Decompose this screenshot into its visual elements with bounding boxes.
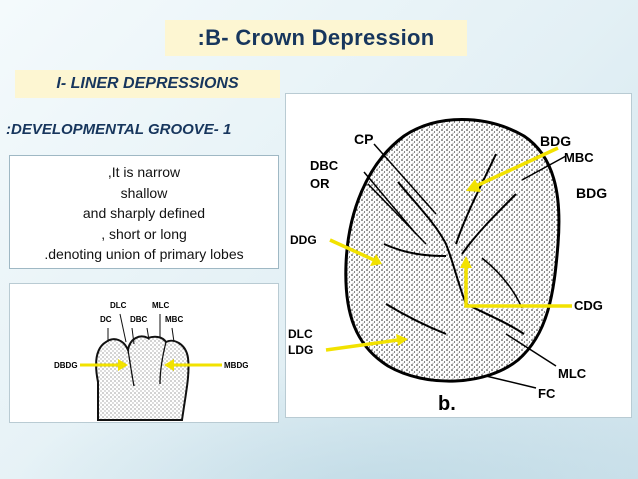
arrow-cdg bbox=[464, 266, 572, 308]
label-fc: FC bbox=[538, 386, 556, 401]
groove-line bbox=[481, 257, 523, 309]
description-line: .denoting union of primary lobes bbox=[44, 246, 244, 262]
leader-line bbox=[521, 155, 567, 181]
label-mlc: MLC bbox=[152, 301, 170, 310]
description-line: , short or long bbox=[101, 225, 187, 242]
groove-line bbox=[385, 303, 447, 335]
groove-line bbox=[159, 341, 167, 385]
molar-occlusal-view-figure: CP BDG MBC BDG DBC OR DDG CDG DLC LDG ML… bbox=[285, 93, 632, 418]
label-mlc: MLC bbox=[558, 366, 587, 381]
arrow-head bbox=[396, 334, 408, 346]
label-dc: DC bbox=[100, 315, 112, 324]
label-bdg-top: BDG bbox=[540, 133, 571, 149]
molar-side-view-figure: DLC MLC DC DBC MBC DBDG MBDG bbox=[9, 283, 279, 423]
description-line: ,It is narrow bbox=[107, 164, 181, 180]
arrow-head bbox=[164, 359, 174, 371]
groove-line bbox=[397, 181, 467, 305]
figure-caption: b. bbox=[438, 393, 456, 415]
leader-line bbox=[485, 375, 537, 389]
label-dbc: DBC bbox=[310, 158, 339, 173]
label-dlc: DLC bbox=[288, 327, 313, 341]
description-box: ,It is narrow shallow and sharply define… bbox=[9, 155, 279, 269]
arrow-bdg bbox=[475, 146, 559, 188]
tooth-outline bbox=[344, 118, 561, 383]
leader-line bbox=[146, 327, 150, 341]
leader-line bbox=[131, 327, 135, 345]
label-mbdg: MBDG bbox=[224, 361, 248, 370]
label-dbdg: DBDG bbox=[54, 361, 78, 370]
groove-line bbox=[455, 153, 497, 245]
section-subtitle: I- LINER DEPRESSIONS bbox=[15, 70, 280, 98]
groove-line bbox=[383, 243, 447, 257]
molar-occlusal-view-drawing: CP BDG MBC BDG DBC OR DDG CDG DLC LDG ML… bbox=[288, 118, 607, 415]
label-ldg: LDG bbox=[288, 343, 313, 357]
leader-line bbox=[367, 183, 427, 245]
arrow-head bbox=[466, 179, 481, 192]
arrow-ldg bbox=[325, 338, 399, 352]
label-bdg-right: BDG bbox=[576, 185, 607, 201]
description-line: and sharply defined bbox=[82, 205, 206, 221]
arrow-head bbox=[118, 359, 128, 371]
leader-line bbox=[119, 313, 127, 343]
description-line: shallow bbox=[120, 184, 168, 201]
leader-line bbox=[373, 143, 437, 215]
label-cdg: CDG bbox=[574, 298, 603, 313]
leader-line bbox=[171, 327, 175, 343]
groove-heading: :DEVELOPMENTAL GROOVE- 1 bbox=[6, 121, 232, 138]
molar-side-view-drawing: DLC MLC DC DBC MBC DBDG MBDG bbox=[54, 301, 248, 421]
label-mbc: MBC bbox=[165, 315, 183, 324]
slide-title: :B- Crown Depression bbox=[165, 20, 467, 56]
label-dlc: DLC bbox=[110, 301, 127, 310]
label-dbc: DBC bbox=[130, 315, 148, 324]
arrow-head bbox=[460, 256, 472, 268]
label-mbc: MBC bbox=[564, 150, 594, 165]
crown-outline bbox=[95, 335, 190, 421]
label-cp: CP bbox=[354, 131, 373, 147]
groove-line bbox=[461, 193, 517, 255]
arrow-ddg bbox=[329, 238, 375, 262]
groove-line bbox=[127, 349, 135, 387]
arrow-head bbox=[370, 254, 382, 266]
label-or: OR bbox=[310, 176, 330, 191]
leader-line bbox=[505, 333, 557, 367]
label-ddg: DDG bbox=[290, 233, 317, 247]
